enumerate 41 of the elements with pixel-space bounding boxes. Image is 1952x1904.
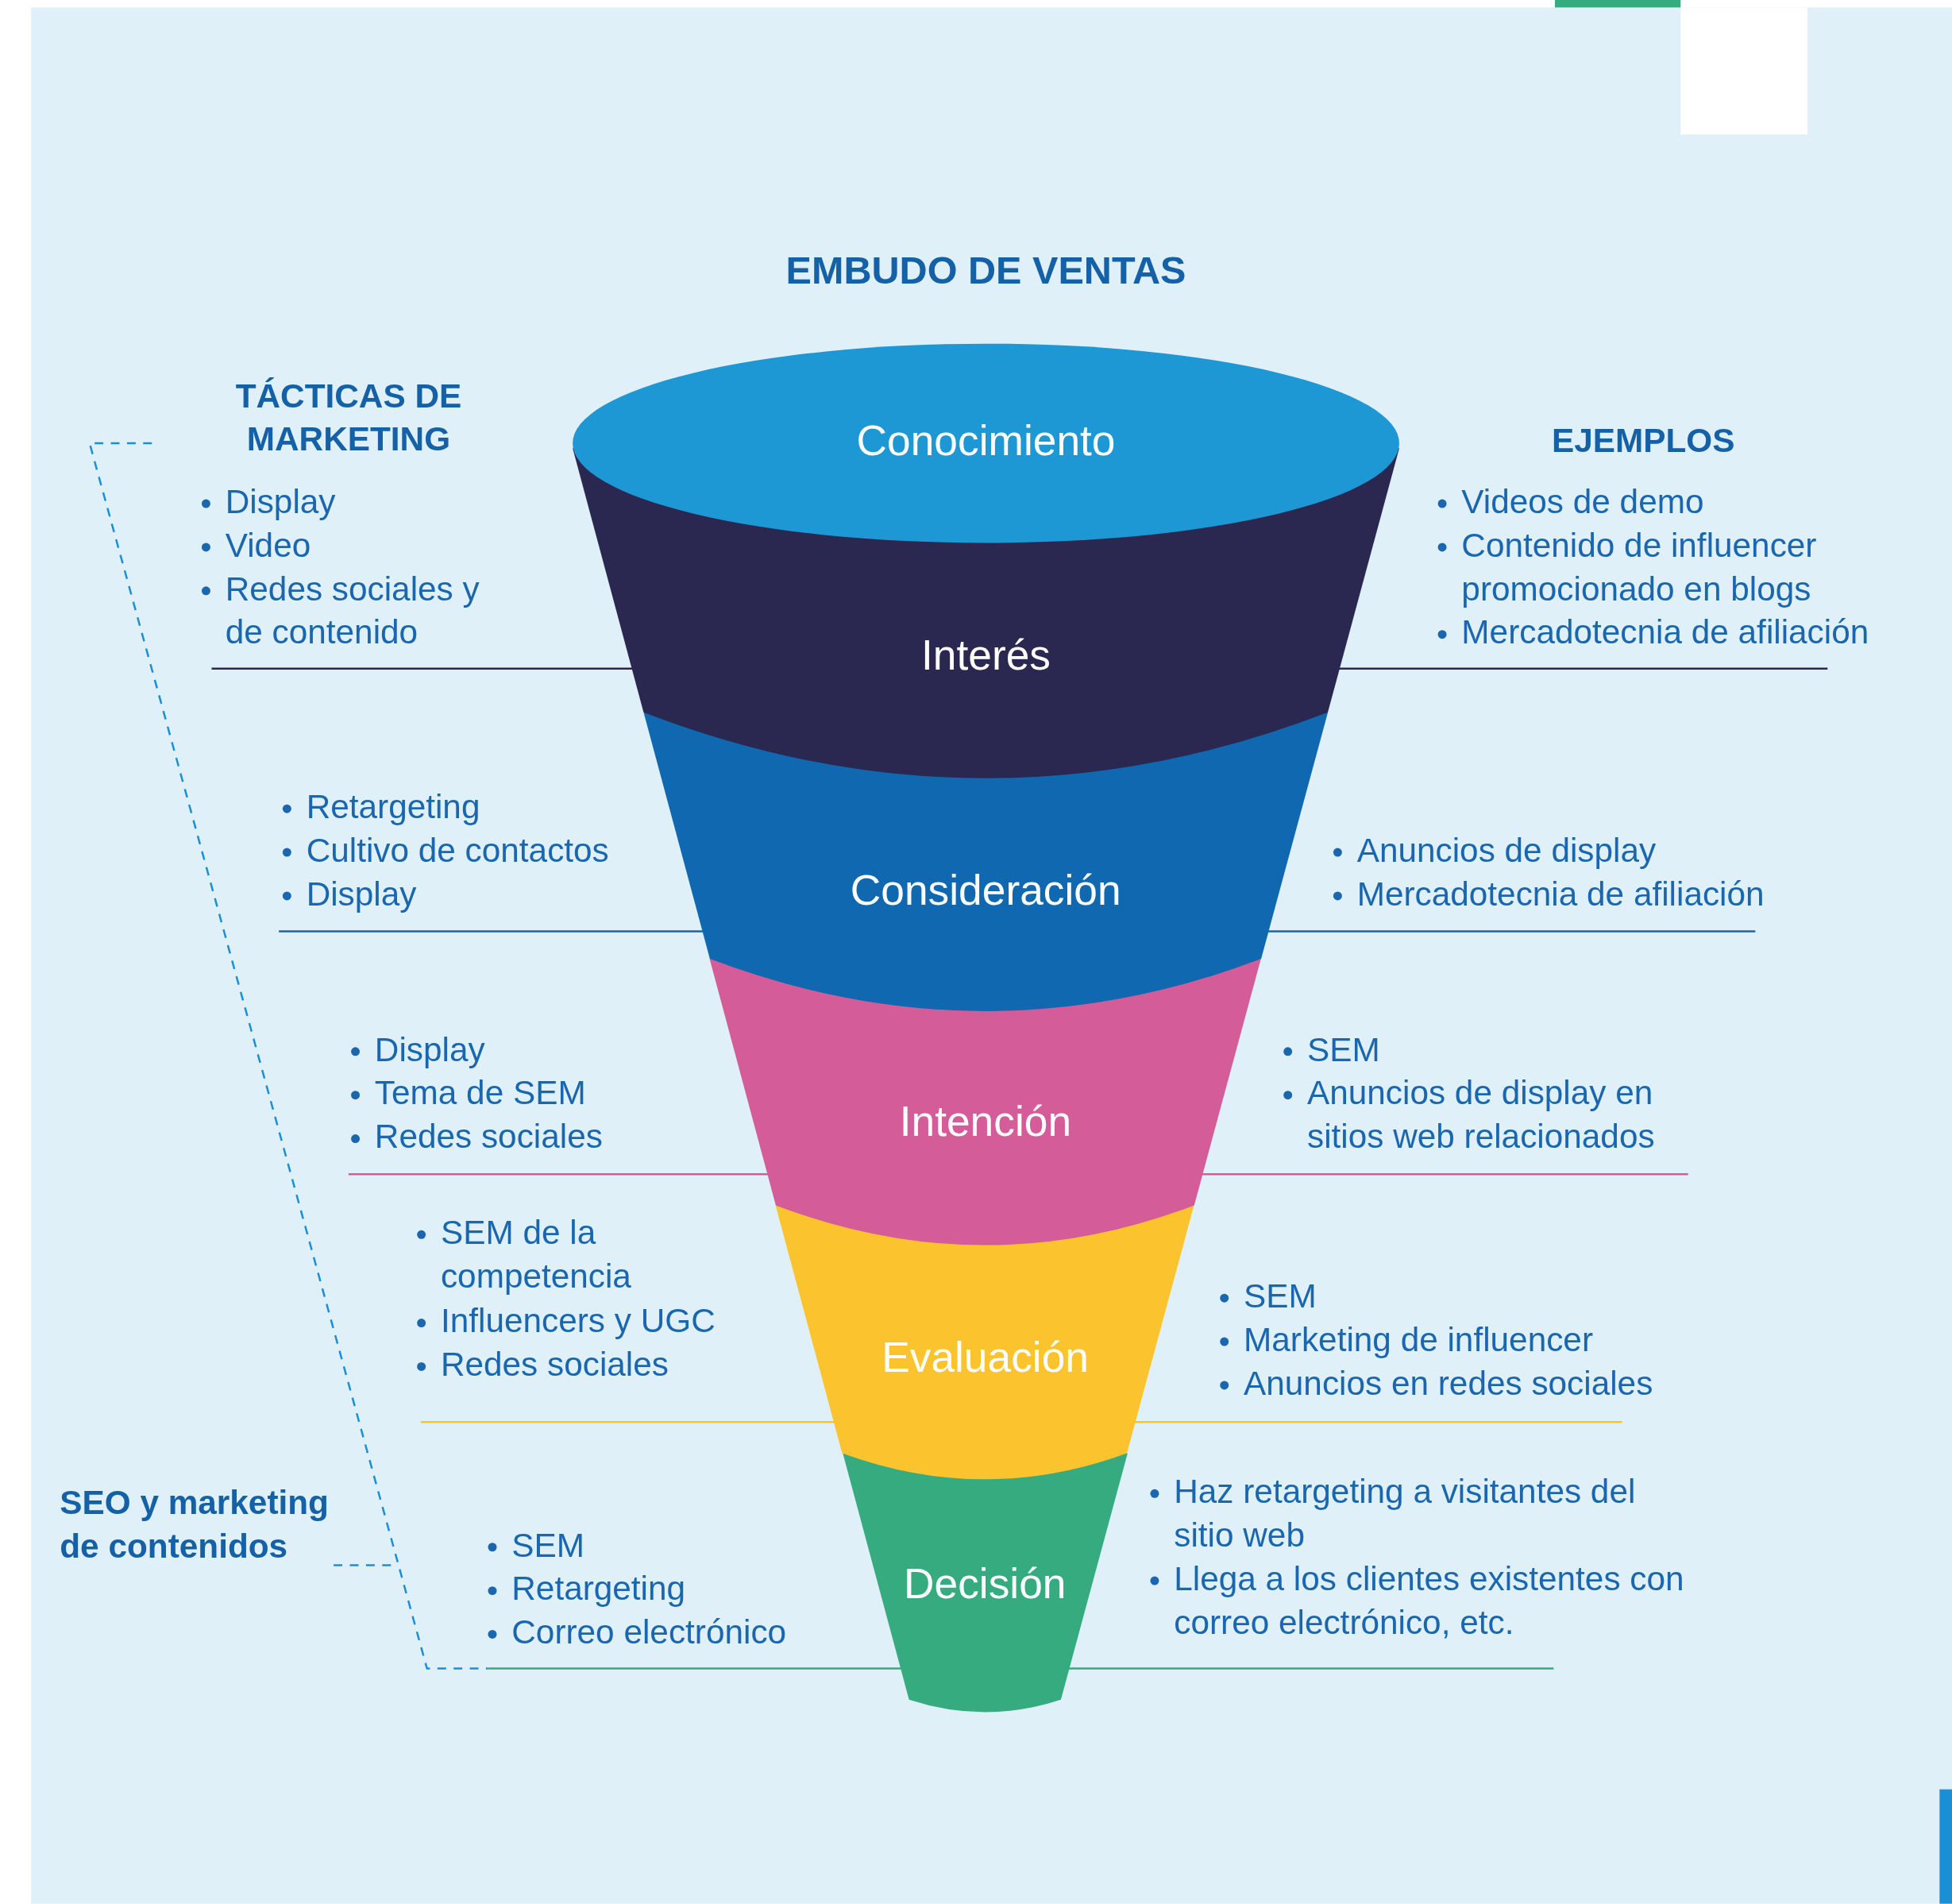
title: EMBUDO DE VENTAS	[785, 248, 1187, 295]
bullet-item: Video	[201, 523, 526, 568]
stage-label: Decisión	[904, 1559, 1067, 1609]
bullet-item: SEM	[1220, 1274, 1719, 1319]
funnel-top	[573, 343, 1399, 543]
bullet-item: SEM	[1283, 1028, 1707, 1072]
bullet-item: Display	[201, 480, 526, 524]
stage-label: Conocimiento	[856, 416, 1116, 465]
bullet-item: Influencers y UGC	[417, 1299, 791, 1343]
bullet-item: Mercadotecnia de afiliación	[1333, 872, 1831, 916]
bullet-item: Display	[351, 1028, 725, 1072]
funnel-stage	[709, 959, 1261, 1246]
stage-label: Interés	[921, 631, 1051, 680]
column-heading: TÁCTICAS DE MARKETING	[234, 376, 463, 460]
bullet-item: Redes sociales	[351, 1114, 725, 1159]
bullet-item: SEM	[488, 1523, 862, 1567]
bullet-item: Display	[282, 872, 681, 916]
bullet-item: Correo electrónico	[488, 1610, 862, 1655]
bullet-item: SEM de la competencia	[417, 1211, 642, 1299]
bullet-item: Anuncios en redes sociales	[1220, 1361, 1719, 1406]
column-heading: EJEMPLOS	[1550, 420, 1736, 461]
bullet-item: Mercadotecnia de afiliación	[1437, 610, 1936, 655]
funnel-stage	[776, 1205, 1194, 1480]
stage-label: Intención	[899, 1097, 1072, 1146]
bullet-item: Redes sociales	[417, 1342, 791, 1387]
funnel-stage	[643, 712, 1328, 1011]
stage-label: Evaluación	[881, 1333, 1089, 1382]
side-note: SEO y marketing de contenidos	[60, 1482, 330, 1566]
bullet-item: Anuncios de display en sitios web relacionados	[1283, 1071, 1707, 1159]
bullet-item: Contenido de influencer promocionado en blogs	[1437, 523, 1874, 611]
bullet-item: Marketing de influencer	[1220, 1318, 1719, 1362]
bullet-item: Haz retargeting a visitantes del sitio web	[1150, 1470, 1661, 1558]
funnel-stage	[842, 1453, 1128, 1713]
bullet-item: Llega a los clientes existentes con correo electrónico, etc.	[1150, 1557, 1686, 1644]
bullet-item: Tema de SEM	[351, 1071, 725, 1115]
bullet-item: Videos de demo	[1437, 480, 1936, 524]
bullet-item: Anuncios de display	[1333, 828, 1831, 873]
bullet-item: Retargeting	[488, 1566, 862, 1611]
bullet-item: Redes sociales y de contenido	[201, 567, 513, 655]
stage-label: Consideración	[850, 866, 1121, 915]
bullet-item: Cultivo de contactos	[282, 828, 681, 873]
